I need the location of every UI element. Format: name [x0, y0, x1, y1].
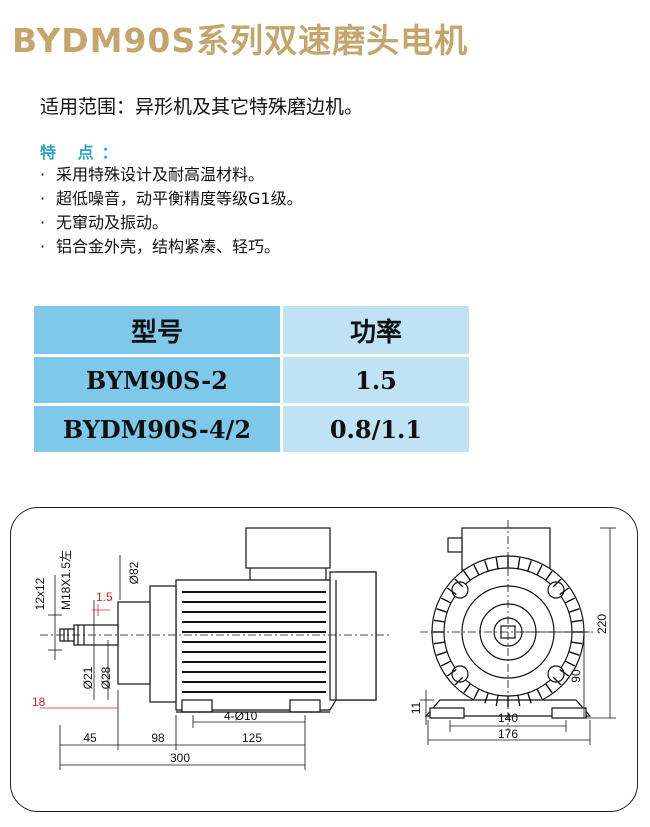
- fin-tick: [473, 688, 480, 700]
- application-scope: 适用范围：异形机及其它特殊磨边机。: [40, 96, 364, 118]
- fin-tick: [484, 692, 489, 704]
- fin-tick: [463, 683, 471, 694]
- dim-4-d10: 4-Ø10: [224, 709, 258, 723]
- feature-list: ·采用特殊设计及耐高温材料。 ·超低噪音，动平衡精度等级G1级。 ·无窜动及振动…: [40, 163, 303, 259]
- dim-125: 125: [242, 731, 262, 745]
- fin-tick: [559, 587, 570, 595]
- fin-tick: [568, 651, 580, 656]
- fin-tick: [536, 564, 543, 576]
- dim-45: 45: [83, 731, 97, 745]
- dim-176: 176: [498, 727, 518, 741]
- fin-tick: [436, 608, 448, 613]
- fin-tick: [568, 608, 580, 613]
- fin-tick: [564, 660, 576, 667]
- spec-table: 型号 功率 BYM90S-2 1.5 BYDM90S-4/2 0.8/1.1: [31, 303, 472, 455]
- fin-tick: [454, 676, 464, 686]
- fin-tick: [571, 619, 583, 623]
- fin-tick: [440, 597, 452, 604]
- dim-220: 220: [595, 614, 609, 634]
- dim-d82: Ø82: [127, 561, 141, 584]
- fin-tick: [446, 587, 457, 595]
- dim-18: 18: [32, 695, 46, 709]
- feature-item: ·采用特殊设计及耐高温材料。: [40, 163, 303, 187]
- side-view-dimensions: [40, 555, 306, 770]
- dim-300: 300: [170, 751, 190, 765]
- fin-tick: [454, 578, 464, 588]
- dim-1-5: 1.5: [96, 590, 113, 604]
- fin-tick: [527, 560, 532, 572]
- bullet-icon: ·: [40, 165, 46, 184]
- drawing-frame: [10, 507, 638, 812]
- fin-tick: [495, 557, 499, 569]
- fin-tick: [473, 564, 480, 576]
- dim-11: 11: [409, 701, 423, 714]
- fin-tick: [527, 692, 532, 704]
- bullet-icon: ·: [40, 213, 46, 232]
- fin-tick: [545, 570, 553, 581]
- cell-model: BYM90S-2: [34, 357, 280, 403]
- feature-item: ·无窜动及振动。: [40, 211, 303, 235]
- bullet-icon: ·: [40, 237, 46, 256]
- fin-tick: [433, 641, 445, 645]
- fin-tick: [446, 669, 457, 677]
- feature-item: ·铝合金外壳，结构紧凑、轻巧。: [40, 235, 303, 259]
- table-row: BYDM90S-4/2 0.8/1.1: [34, 406, 469, 452]
- fin-tick: [484, 560, 489, 572]
- dim-98: 98: [151, 731, 165, 745]
- table-header-row: 型号 功率: [34, 306, 469, 354]
- fin-tick: [559, 669, 570, 677]
- features-heading: 特 点：: [40, 143, 126, 162]
- dim-thread: M18X1.5左: [58, 550, 73, 610]
- dim-d28: Ø28: [99, 666, 113, 689]
- fin-tick: [552, 676, 562, 686]
- front-fin-ticks: [433, 557, 583, 707]
- cell-power: 1.5: [282, 357, 469, 403]
- fin-tick: [564, 597, 576, 604]
- cell-power: 0.8/1.1: [282, 406, 469, 452]
- bullet-icon: ·: [40, 189, 46, 208]
- dim-90: 90: [569, 669, 583, 683]
- fin-tick: [536, 688, 543, 700]
- table-row: BYM90S-2 1.5: [34, 357, 469, 403]
- fin-tick: [517, 695, 521, 707]
- dim-d21: Ø21: [81, 666, 95, 689]
- fin-tick: [436, 651, 448, 656]
- fin-tick: [440, 660, 452, 667]
- fin-tick: [545, 683, 553, 694]
- dim-140: 140: [498, 711, 518, 725]
- front-view-dimensions: [420, 527, 616, 745]
- fin-tick: [517, 557, 521, 569]
- cooling-fins: [182, 591, 326, 693]
- page-title: BYDM90S系列双速磨头电机: [12, 21, 469, 60]
- feature-item: ·超低噪音，动平衡精度等级G1级。: [40, 187, 303, 211]
- header-model: 型号: [34, 306, 280, 354]
- fin-tick: [433, 619, 445, 623]
- motor-side-view: [40, 527, 390, 713]
- dim-12x12: 12x12: [33, 577, 47, 610]
- fin-tick: [463, 570, 471, 581]
- header-power: 功率: [282, 306, 469, 354]
- fin-tick: [571, 641, 583, 645]
- fin-tick: [495, 695, 499, 707]
- fin-tick: [552, 578, 562, 588]
- cell-model: BYDM90S-4/2: [34, 406, 280, 452]
